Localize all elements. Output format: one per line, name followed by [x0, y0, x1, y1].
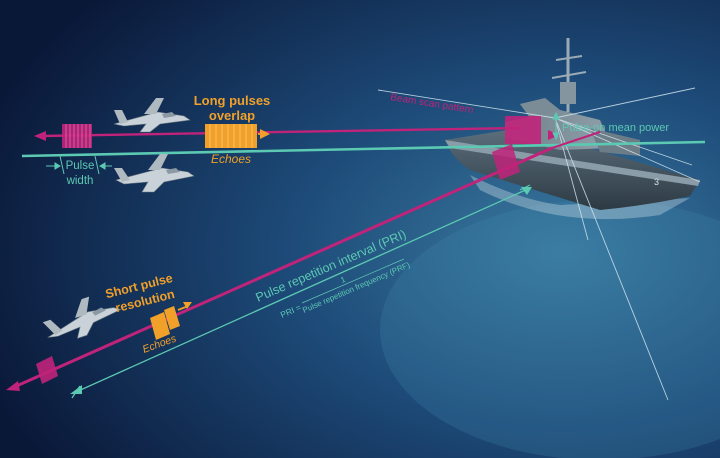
- pri-formula-fraction-bar: [301, 258, 405, 304]
- sea-glow: [380, 200, 720, 458]
- beam-guide-lines: [377, 87, 701, 401]
- svg-text:3: 3: [654, 177, 659, 187]
- mean-power-indicator: [552, 111, 560, 141]
- magenta-left-arrowhead: [34, 131, 46, 141]
- pulse-width-arrows: [46, 162, 112, 170]
- pulse-width-label-line2: width: [66, 175, 94, 187]
- pri-formula-numerator: 1: [339, 275, 347, 285]
- fighter-jet-icon: [113, 98, 191, 133]
- long-pulses-label-line2: overlap: [209, 108, 255, 123]
- fighter-jet-icon: [42, 296, 122, 339]
- echoes-top-label: Echoes: [211, 152, 251, 166]
- magenta-bottom-left-arrowhead: [6, 381, 20, 391]
- magenta-lines: [11, 126, 601, 390]
- long-pulses-label-line1: Long pulses: [194, 93, 271, 108]
- teal-top-arrowhead: [521, 187, 532, 195]
- pulse-blocks: [36, 116, 541, 384]
- fighter-jet-icon: [114, 154, 195, 193]
- teal-bottom-arrowhead: [70, 385, 82, 394]
- pulse-on-mean-power-label: Pulse-on mean power: [562, 122, 669, 134]
- pulse-width-label-line1: Pulse: [66, 160, 95, 172]
